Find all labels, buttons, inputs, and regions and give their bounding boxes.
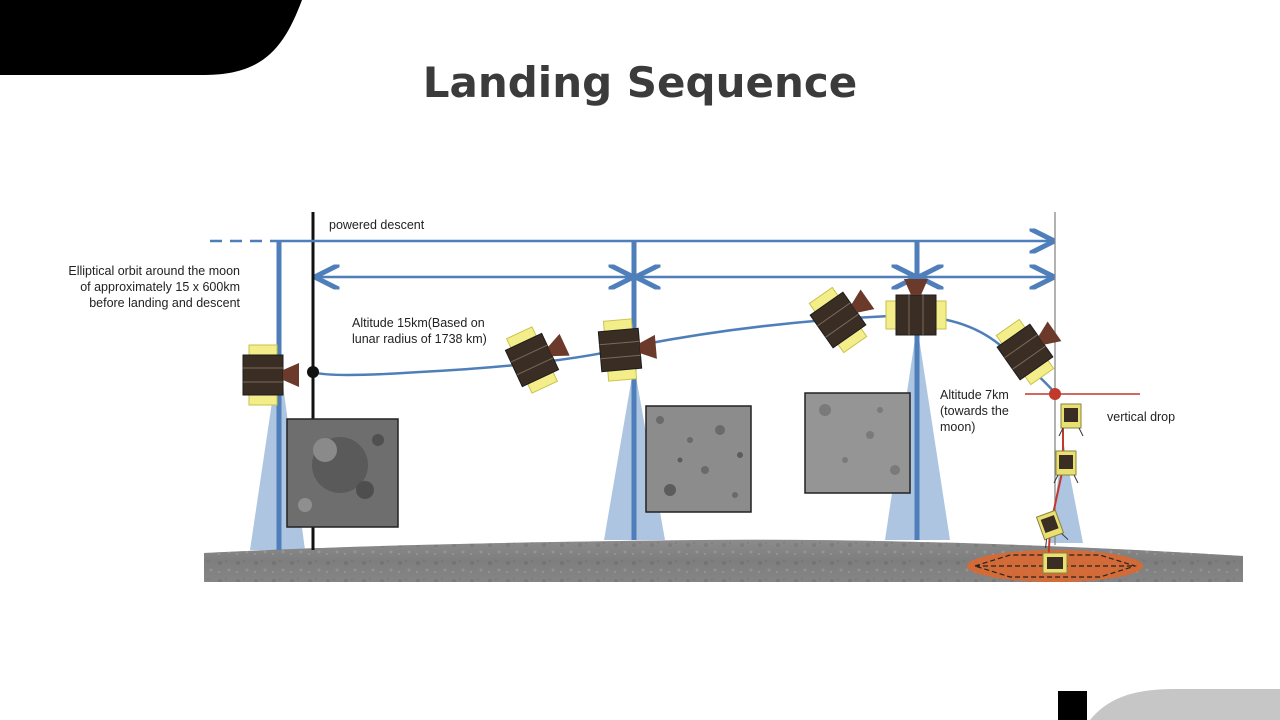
- drop-path: [1047, 420, 1064, 571]
- drop-point: [1049, 388, 1061, 400]
- lander-icon: [808, 286, 875, 354]
- lander-icon-small: [1042, 552, 1068, 574]
- top-left-corner-shape: [0, 0, 302, 75]
- bottom-right-gray-shape: [1090, 689, 1280, 720]
- altitude-15km-label: Altitude 15km(Based on lunar radius of 1…: [352, 316, 487, 346]
- powered-descent-start-point: [307, 366, 319, 378]
- lander-icon-small: [1035, 509, 1069, 548]
- vertical-drop-label: vertical drop: [1107, 410, 1176, 424]
- lander-icon: [597, 318, 657, 382]
- slide-title: Landing Sequence: [422, 58, 858, 107]
- landing-zone-diamond: [972, 554, 1138, 578]
- altitude-7km-label: Altitude 7km (towards the moon): [940, 388, 1009, 434]
- lander-icon: [504, 326, 570, 394]
- lander-icon: [885, 279, 947, 336]
- moon-surface-image-1: [286, 418, 399, 528]
- lander-icon-small: [1058, 403, 1084, 437]
- bottom-right-black-square: [1058, 691, 1087, 720]
- lander-icon-small: [1053, 450, 1079, 484]
- moon-surface-image-3: [804, 392, 911, 494]
- orbit-description-label: Elliptical orbit around the moon of appr…: [68, 264, 240, 310]
- lander-icon: [242, 344, 299, 406]
- lander-icon: [995, 318, 1062, 386]
- powered-descent-label: powered descent: [329, 218, 425, 232]
- moon-surface-image-2: [645, 405, 752, 513]
